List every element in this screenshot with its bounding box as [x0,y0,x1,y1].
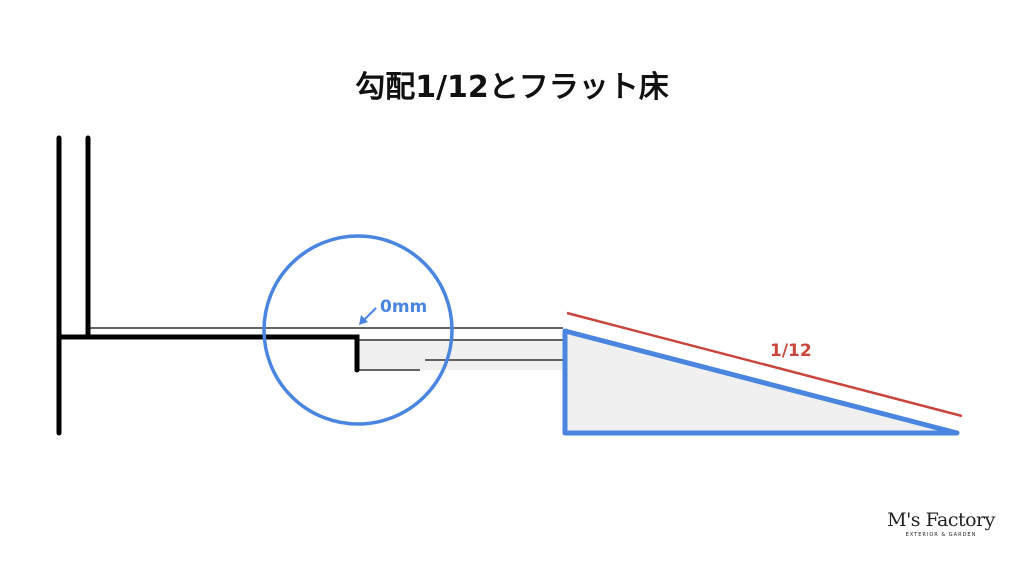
brand-logo: M's Factory EXTERIOR & GARDEN [886,510,996,538]
floor-slab-fill [357,340,563,370]
logo-sub-text: EXTERIOR & GARDEN [905,532,977,538]
indoor-floor-edge [56,334,360,373]
ramp [562,328,960,436]
logo-main-text: M's Factory [887,509,995,531]
slope-label: 1/12 [770,341,812,361]
gap-arrowhead [359,315,368,325]
gap-label: 0mm [380,297,427,317]
highlight-circle [262,234,454,426]
diagram-title: 勾配1/12とフラット床 [355,70,669,105]
slope-line [566,311,963,418]
